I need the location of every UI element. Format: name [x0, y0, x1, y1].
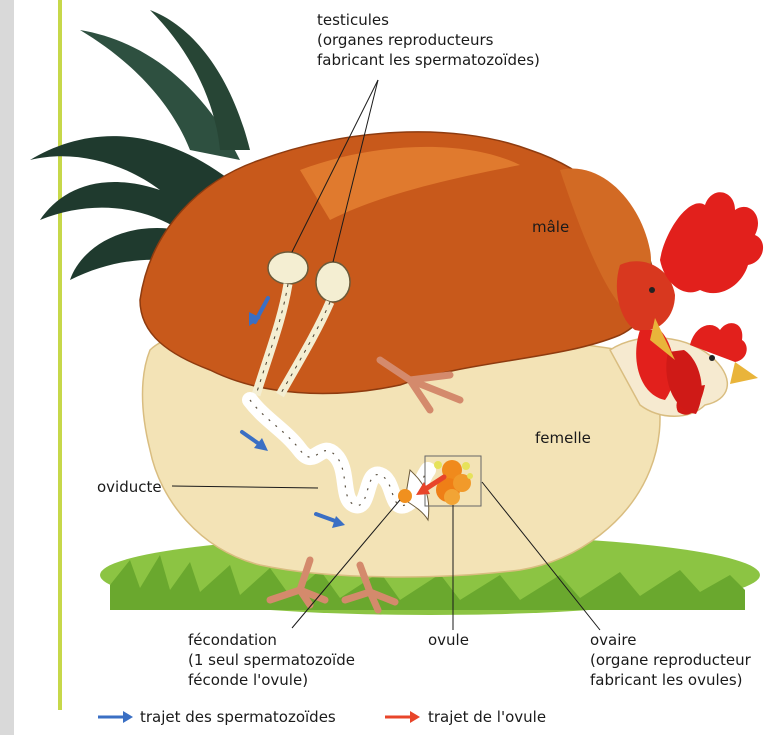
label-femelle: femelle [535, 428, 591, 448]
label-fecondation: fécondation (1 seul spermatozoïde fécond… [188, 630, 355, 690]
legend-ovum-path: trajet de l'ovule [428, 707, 546, 727]
legend-ovum-arrow [385, 711, 420, 723]
label-fecondation-title: fécondation [188, 630, 355, 650]
fertilization-egg [398, 489, 412, 503]
label-testicules-line2: (organes reproducteurs [317, 30, 540, 50]
label-ovaire: ovaire (organe reproducteur fabricant le… [590, 630, 751, 690]
label-male: mâle [532, 217, 569, 237]
label-testicules-line3: fabricant les spermatozoïdes) [317, 50, 540, 70]
page-edge [0, 0, 14, 735]
label-ovaire-line3: fabricant les ovules) [590, 670, 751, 690]
margin-line [58, 0, 62, 710]
label-testicules-title: testicules [317, 10, 540, 30]
label-oviducte: oviducte [97, 477, 162, 497]
legend-sperm-path: trajet des spermatozoïdes [140, 707, 336, 727]
label-fecondation-line2: (1 seul spermatozoïde [188, 650, 355, 670]
label-ovaire-title: ovaire [590, 630, 751, 650]
label-ovule: ovule [428, 630, 469, 650]
legend-sperm-arrow [98, 711, 133, 723]
label-ovaire-line2: (organe reproducteur [590, 650, 751, 670]
label-fecondation-line3: féconde l'ovule) [188, 670, 355, 690]
rooster [30, 10, 763, 414]
label-testicules: testicules (organes reproducteurs fabric… [317, 10, 540, 70]
